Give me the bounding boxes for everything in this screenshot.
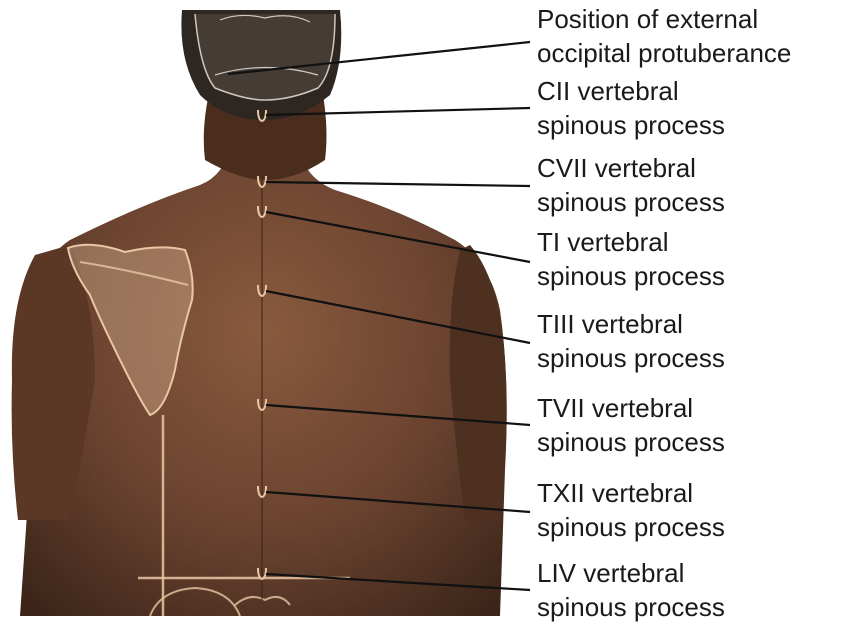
label-line2: spinous process — [537, 341, 725, 375]
label-t7-spinous-process: TVII vertebral spinous process — [537, 391, 725, 459]
label-line2: spinous process — [537, 425, 725, 459]
label-line1: CVII vertebral — [537, 151, 725, 185]
label-line1: LIV vertebral — [537, 556, 725, 590]
label-line1: TVII vertebral — [537, 391, 725, 425]
label-line1: TI vertebral — [537, 225, 725, 259]
label-line1: Position of external — [537, 2, 791, 36]
label-t3-spinous-process: TIII vertebral spinous process — [537, 307, 725, 375]
label-l4-spinous-process: LIV vertebral spinous process — [537, 556, 725, 624]
label-line1: TIII vertebral — [537, 307, 725, 341]
label-line2: spinous process — [537, 108, 725, 142]
label-t1-spinous-process: TI vertebral spinous process — [537, 225, 725, 293]
label-line1: CII vertebral — [537, 74, 725, 108]
label-external-occipital-protuberance: Position of external occipital protubera… — [537, 2, 791, 70]
label-c7-spinous-process: CVII vertebral spinous process — [537, 151, 725, 219]
label-line1: TXII vertebral — [537, 476, 725, 510]
label-line2: spinous process — [537, 185, 725, 219]
label-line2: occipital protuberance — [537, 36, 791, 70]
label-line2: spinous process — [537, 259, 725, 293]
label-c2-spinous-process: CII vertebral spinous process — [537, 74, 725, 142]
label-line2: spinous process — [537, 510, 725, 544]
label-line2: spinous process — [537, 590, 725, 624]
label-t12-spinous-process: TXII vertebral spinous process — [537, 476, 725, 544]
